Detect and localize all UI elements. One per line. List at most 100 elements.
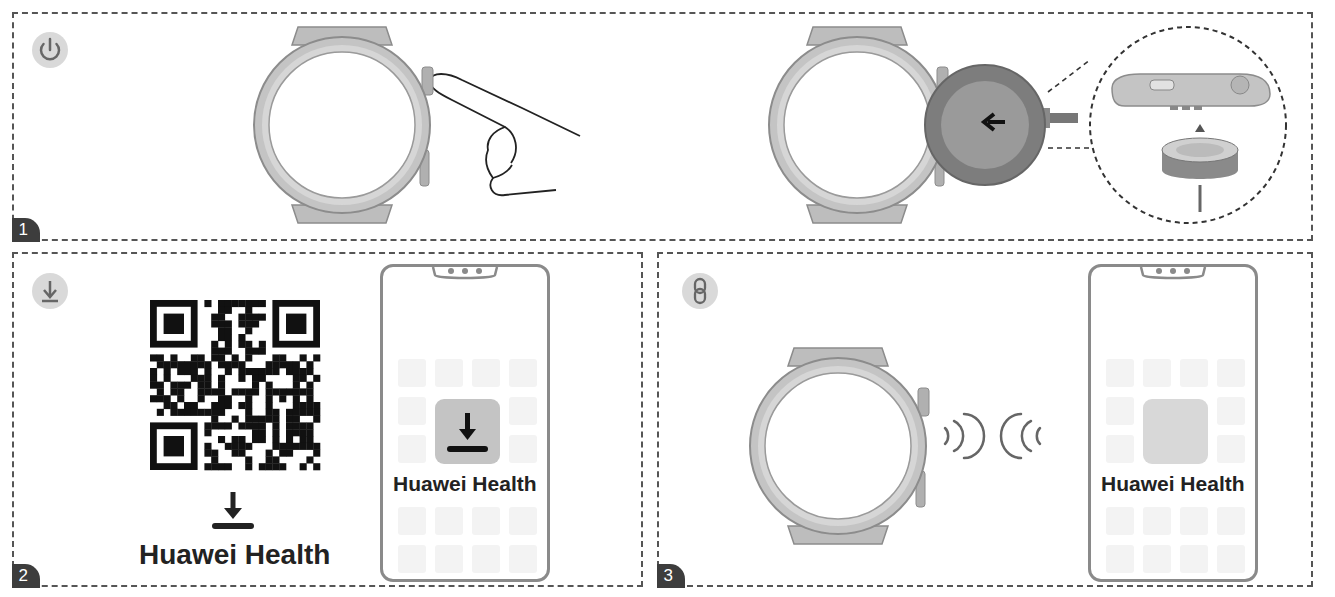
illustration-part [1037, 428, 1040, 444]
illustration-part [238, 436, 245, 443]
illustration-part [272, 416, 279, 423]
illustration-part [306, 388, 313, 395]
wireless-waves [945, 414, 1040, 458]
illustration-part [306, 361, 313, 368]
illustration-part [272, 354, 279, 361]
illustration-part [1199, 185, 1202, 212]
illustration-part [191, 354, 198, 361]
illustration-part [398, 507, 426, 535]
illustration-part [1112, 74, 1270, 106]
illustration-part [232, 443, 239, 450]
illustration-part [225, 327, 232, 334]
illustration-part [191, 409, 198, 416]
illustration-part [1143, 545, 1171, 573]
illustration-part [252, 416, 259, 423]
illustration-part [164, 375, 171, 382]
illustration-part [218, 463, 225, 470]
illustration-part [1217, 435, 1245, 463]
qr-code [150, 300, 320, 470]
illustration-part [191, 402, 198, 409]
illustration-part [252, 429, 259, 436]
illustration-part [184, 382, 191, 389]
illustration-part [204, 422, 211, 429]
illustration-part [435, 507, 463, 535]
illustration-part [259, 429, 266, 436]
illustration-part [300, 443, 307, 450]
illustration-part [225, 341, 232, 348]
illustration-part [204, 463, 211, 470]
illustration-part [232, 416, 239, 423]
illustration-part [272, 368, 279, 375]
illustration-part [245, 300, 252, 307]
illustration-part [266, 382, 273, 389]
illustration-part [259, 348, 266, 355]
power-icon [32, 32, 68, 68]
illustration-part [276, 303, 317, 344]
illustration-part [259, 368, 266, 375]
illustration-part [1090, 27, 1286, 223]
illustration-part [293, 368, 300, 375]
illustration-part [286, 409, 293, 416]
illustration-part [170, 361, 177, 368]
illustration-part [184, 409, 191, 416]
illustration-part [925, 65, 1045, 185]
illustration-part [300, 409, 307, 416]
illustration-part [211, 388, 218, 395]
illustration-part [238, 300, 245, 307]
illustration-part [1182, 106, 1190, 110]
illustration-part [252, 314, 259, 321]
illustration-part [177, 395, 184, 402]
illustration-part [435, 359, 463, 387]
illustration-part [218, 409, 225, 416]
illustration-part [238, 341, 245, 348]
illustration-part [164, 368, 171, 375]
illustration-part [184, 361, 191, 368]
illustration-part [157, 395, 164, 402]
illustration-part [259, 314, 266, 321]
charger-dock [925, 65, 1078, 185]
illustration-part [245, 443, 252, 450]
illustration-part [259, 375, 266, 382]
app-label: Huawei Health [391, 472, 539, 496]
illustration-part [266, 463, 273, 470]
illustration-part [191, 361, 198, 368]
illustration-part [232, 388, 239, 395]
illustration-part [682, 273, 718, 309]
illustration-part [177, 368, 184, 375]
illustration-part [211, 422, 218, 429]
illustration-part [472, 507, 500, 535]
illustration-part [750, 358, 926, 534]
illustration-part [398, 545, 426, 573]
smartwatch [769, 27, 948, 223]
illustration-part [218, 382, 225, 389]
illustration-part [225, 443, 232, 450]
illustration-part [32, 273, 68, 309]
illustration-part [218, 334, 225, 341]
illustration-part [286, 368, 293, 375]
illustration-part [459, 429, 476, 440]
illustration-part [218, 395, 225, 402]
illustration-part [177, 388, 184, 395]
illustration-part [279, 354, 286, 361]
illustration-part [238, 320, 245, 327]
illustration-part [232, 436, 239, 443]
illustration-part [286, 450, 293, 457]
illustration-part [238, 314, 245, 321]
illustration-part [245, 463, 252, 470]
illustration-part [198, 395, 205, 402]
illustration-part [476, 268, 482, 274]
smartwatch-figures [254, 27, 948, 544]
illustration-part [157, 354, 164, 361]
illustration-part [252, 388, 259, 395]
illustration-part [177, 409, 184, 416]
illustration-part [238, 443, 245, 450]
illustration-part [272, 429, 279, 436]
illustration-part [204, 429, 211, 436]
illustration-part [435, 399, 500, 464]
illustration-part [204, 443, 211, 450]
illustration-part [984, 114, 1005, 130]
illustration-part [204, 409, 211, 416]
illustration-part [306, 395, 313, 402]
illustration-part [509, 435, 537, 463]
illustration-part [398, 359, 426, 387]
